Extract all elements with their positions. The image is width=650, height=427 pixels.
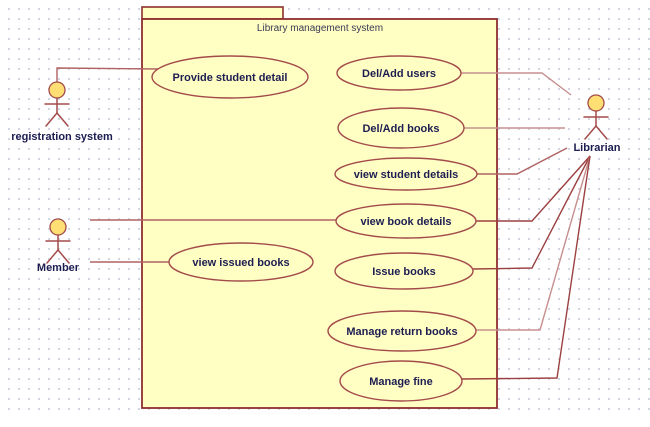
use-case-label: view book details xyxy=(360,216,451,228)
use-case-ellipse[interactable] xyxy=(339,360,463,402)
actor-head xyxy=(587,94,605,112)
use-case-provide-student-detail[interactable]: Provide student detail xyxy=(151,55,309,99)
actor-body-line xyxy=(56,112,69,127)
actor-label: Librarian xyxy=(573,142,620,154)
use-case-manage-fine[interactable]: Manage fine xyxy=(339,360,463,402)
use-case-label: Manage return books xyxy=(346,326,457,338)
use-case-manage-return-books[interactable]: Manage return books xyxy=(327,310,477,352)
use-case-ellipse[interactable] xyxy=(337,107,465,149)
use-case-del-add-books[interactable]: Del/Add books xyxy=(337,107,465,149)
boundary-tab xyxy=(141,6,284,20)
association-view-book-details-librarian[interactable] xyxy=(476,155,591,222)
use-case-ellipse[interactable] xyxy=(151,55,309,99)
actor-head xyxy=(48,81,66,99)
association-view-student-details-librarian[interactable] xyxy=(477,147,568,175)
actor-head xyxy=(49,218,67,236)
use-case-ellipse[interactable] xyxy=(334,252,474,290)
use-case-ellipse[interactable] xyxy=(336,55,462,91)
use-case-ellipse[interactable] xyxy=(168,242,314,282)
use-case-ellipse[interactable] xyxy=(327,310,477,352)
association-manage-fine-librarian[interactable] xyxy=(461,155,591,380)
use-case-ellipse[interactable] xyxy=(335,203,477,239)
association-registration-provide-student-detail[interactable] xyxy=(56,67,159,82)
system-boundary-title: Library management system xyxy=(257,23,383,34)
actor-librarian[interactable]: Librarian xyxy=(573,94,621,154)
use-case-view-book-details[interactable]: view book details xyxy=(335,203,477,239)
use-case-del-add-users[interactable]: Del/Add users xyxy=(336,55,462,91)
actor-body-line xyxy=(45,112,58,127)
association-del-add-users-librarian[interactable] xyxy=(461,72,572,96)
actor-body-line xyxy=(584,125,597,140)
use-case-label: view issued books xyxy=(192,257,289,269)
actor-body-line xyxy=(57,249,70,264)
use-case-ellipse[interactable] xyxy=(334,157,478,191)
use-case-view-student-details[interactable]: view student details xyxy=(334,157,478,191)
use-case-label: view student details xyxy=(354,169,459,181)
use-case-label: Del/Add users xyxy=(362,68,436,80)
use-case-label: Issue books xyxy=(372,266,436,278)
actor-member[interactable]: Member xyxy=(37,218,80,274)
actor-body-line xyxy=(46,249,59,264)
use-case-label: Provide student detail xyxy=(173,72,288,84)
use-case-view-issued-books[interactable]: view issued books xyxy=(168,242,314,282)
actor-body-line xyxy=(595,125,608,140)
association-manage-return-books-librarian[interactable] xyxy=(476,155,591,331)
association-issue-books-librarian[interactable] xyxy=(472,155,591,270)
use-case-label: Del/Add books xyxy=(362,123,439,135)
use-case-issue-books[interactable]: Issue books xyxy=(334,252,474,290)
actor-label: registration system xyxy=(11,131,113,143)
use-case-label: Manage fine xyxy=(369,376,433,388)
actor-label: Member xyxy=(37,262,80,274)
actor-registration-system[interactable]: registration system xyxy=(11,81,113,143)
